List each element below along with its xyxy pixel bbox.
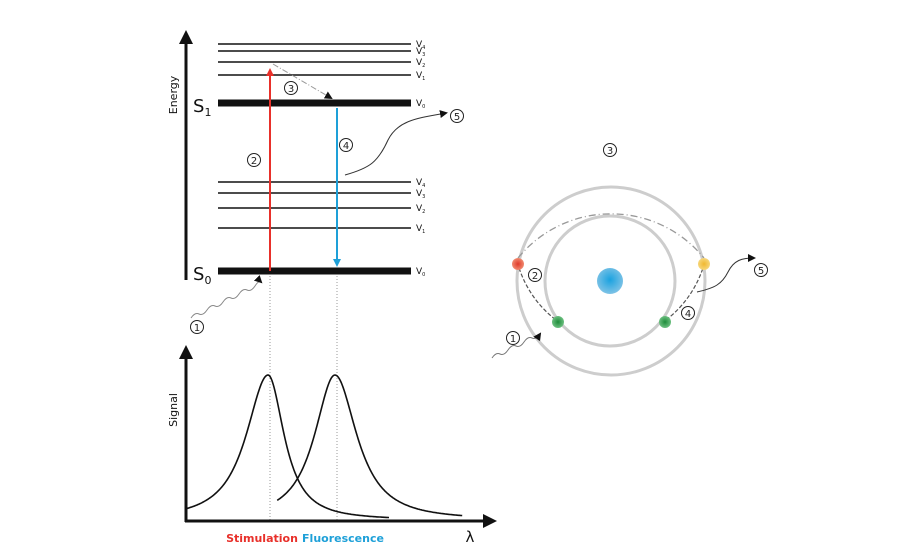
energy-axis-label: Energy <box>167 75 180 114</box>
incoming-photon-wave <box>190 274 263 319</box>
step-3-marker: 3 <box>284 81 298 95</box>
electron-excited-red <box>512 258 524 270</box>
ground-level-label-v1: V1 <box>416 224 425 235</box>
electron-excited-yellow <box>698 258 710 270</box>
stimulation-label: Stimulation <box>226 532 298 545</box>
signal-axis-label: Signal <box>167 393 180 427</box>
fluorescence-curve <box>276 374 463 517</box>
excited-level-label-v1: V1 <box>416 71 425 82</box>
step-5-marker: 5 <box>450 109 464 123</box>
electron-ground-left <box>552 316 564 328</box>
nucleus <box>597 268 623 294</box>
stimulation-curve <box>185 374 389 519</box>
atom-model: 1 2 3 4 5 <box>491 143 768 377</box>
outer-orbit <box>515 185 707 377</box>
emission-path <box>665 267 704 321</box>
svg-text:2: 2 <box>251 156 257 167</box>
atom-step-3-marker: 3 <box>603 143 617 157</box>
electron-ground-right <box>659 316 671 328</box>
svg-text:1: 1 <box>510 334 516 345</box>
atom-step-2-marker: 2 <box>528 268 542 282</box>
ground-level-label-v2: V2 <box>416 204 425 215</box>
excited-level-label-v2: V2 <box>416 58 425 69</box>
ground-level-label-v3: V3 <box>416 189 425 200</box>
atom-step-4-marker: 4 <box>681 306 695 320</box>
ground-level-label-v4: V4 <box>416 178 425 189</box>
excitation-path <box>518 267 557 321</box>
atom-emitted-photon-curve <box>696 254 756 293</box>
svg-text:3: 3 <box>288 84 294 95</box>
atom-incoming-photon-wave <box>491 332 542 359</box>
svg-text:1: 1 <box>194 323 200 334</box>
inner-orbit <box>543 214 677 348</box>
ground-level-label-v0: V0 <box>416 267 425 278</box>
emitted-photon-curve <box>344 110 448 176</box>
excited-level-label-v3: V3 <box>416 47 425 58</box>
svg-text:4: 4 <box>343 141 349 152</box>
step-4-marker: 4 <box>339 138 353 152</box>
excited-state-label: S1 <box>193 96 211 119</box>
relaxation-arc <box>517 213 705 259</box>
ground-state-label: S0 <box>193 264 211 287</box>
step-1-marker: 1 <box>190 320 204 334</box>
excited-level-label-v0: V0 <box>416 99 425 110</box>
svg-text:4: 4 <box>685 309 691 320</box>
svg-text:5: 5 <box>758 266 764 277</box>
svg-text:5: 5 <box>454 112 460 123</box>
step-2-marker: 2 <box>247 153 261 167</box>
svg-text:3: 3 <box>607 146 613 157</box>
relaxation-arrow <box>272 63 333 100</box>
excited-level-label-v4: V4 <box>416 40 425 51</box>
atom-step-1-marker: 1 <box>506 331 520 345</box>
atom-step-5-marker: 5 <box>754 263 768 277</box>
wavelength-axis-label: λ <box>466 528 475 546</box>
fluorescence-label: Fluorescence <box>302 532 384 545</box>
svg-text:2: 2 <box>532 271 538 282</box>
spectrum-chart: Signal λ Stimulation Fluorescence <box>167 345 497 546</box>
